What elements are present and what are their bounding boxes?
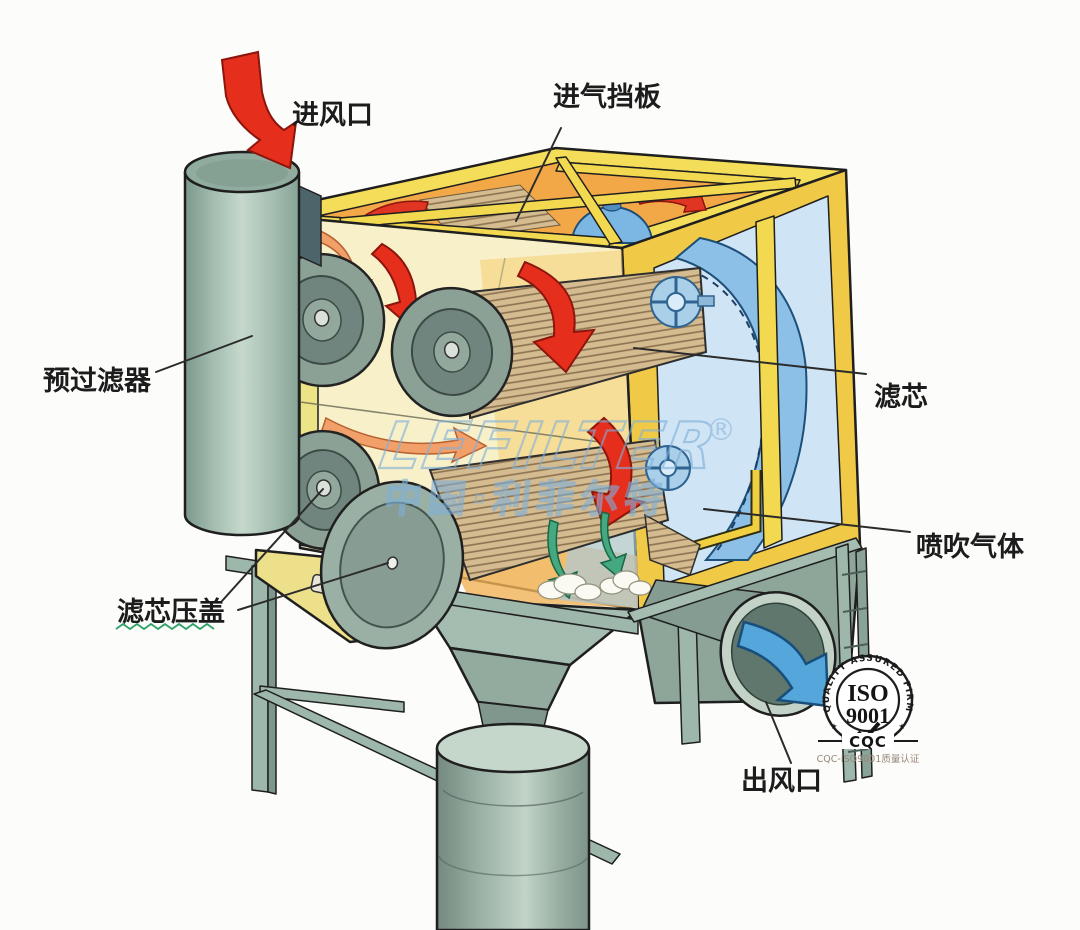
inlet-red-arrow — [220, 50, 298, 170]
badge-caption-text: CQC-ISO9001质量认证 — [817, 753, 920, 765]
label-pre-filter: 预过滤器 — [43, 366, 152, 397]
salmon-arrow-mid — [321, 416, 488, 464]
filter-disc-2 — [390, 286, 514, 418]
pre-filter-assembly — [183, 50, 322, 537]
watermark-brand-cn-text: 中国·利菲尔特 — [382, 477, 671, 521]
disc-bolt-cap — [443, 341, 460, 359]
disc-bolt-cap — [313, 309, 330, 327]
gland-center-hole — [386, 556, 399, 570]
pulse-gas-leader-line — [703, 508, 911, 533]
gap-shadow-strip — [298, 184, 322, 268]
right-mullion-post — [755, 215, 783, 549]
dust-fall-arrow-2 — [599, 511, 628, 580]
iso-9001-badge: QUALITY ASSURED FIRM ★ ★ ISO 9001 CQC CQ… — [817, 654, 920, 765]
blow-pipe — [687, 470, 760, 552]
outlet-assembly — [627, 537, 873, 783]
cartridge-gland-leader-line-1 — [221, 488, 324, 602]
cartridge-gland-leader-line-2 — [237, 562, 389, 611]
filter-cartridge-leader-line — [633, 347, 867, 375]
upper-pulse-assembly — [650, 276, 715, 328]
watermark-brand-text: LEFILTER — [375, 409, 723, 483]
badge-org-text: CQC — [849, 733, 887, 751]
label-cartridge-gland: 滤芯压盖 — [117, 597, 225, 628]
label-air-outlet: 出风口 — [741, 766, 822, 797]
air-outlet-leader-line — [765, 701, 792, 764]
pre-filter-leader-line — [155, 335, 253, 373]
pedestal-seam-2 — [438, 855, 588, 877]
annotations: 进风口 进气挡板 预过滤器 滤芯 喷吹气体 滤芯压盖 出风口 — [43, 82, 1025, 797]
gland-green-squiggle-underline — [115, 622, 215, 631]
label-intake-baffle: 进气挡板 — [553, 82, 661, 113]
badge-star-icon: ★ — [830, 722, 837, 731]
badge-inner-circle — [835, 667, 901, 733]
top-beam-cross — [555, 156, 623, 245]
brand-watermark: LEFILTER ® 中国·利菲尔特 — [374, 408, 736, 521]
stand-rail-right — [627, 537, 863, 623]
lower-pulse-assembly — [645, 445, 691, 491]
front-parts — [254, 480, 465, 650]
registered-trademark-icon: ® — [706, 413, 736, 448]
pleat-fan-end — [644, 513, 701, 576]
stand-leg-mid-right — [677, 615, 701, 745]
outlet-blue-arrow — [736, 620, 830, 708]
mid-shelf-line — [299, 401, 631, 447]
pedestal-cylinder — [435, 722, 591, 930]
badge-number-text: 9001 — [846, 703, 890, 728]
stand-leg-front-left — [251, 565, 269, 793]
intake-baffle-leader-line — [515, 127, 562, 222]
pre-filter-body — [183, 172, 301, 537]
stand-leg-front-left-flange — [267, 567, 277, 795]
pre-filter-top-inner — [196, 159, 288, 187]
badge-star-icon: ★ — [898, 722, 905, 731]
dust-puffs — [537, 570, 652, 601]
label-air-inlet: 进风口 — [292, 100, 373, 131]
badge-cqc-gap — [842, 733, 894, 749]
label-filter-cartridge: 滤芯 — [874, 382, 928, 413]
label-pulse-gas: 喷吹气体 — [916, 532, 1025, 563]
pulse-pipe-stub — [697, 295, 715, 307]
red-arrow-center — [516, 260, 597, 374]
badge-iso-text: ISO — [847, 681, 888, 707]
filter-disc-gland — [319, 480, 465, 650]
machine-illustration — [183, 50, 873, 930]
pedestal-seam-1 — [442, 789, 584, 807]
